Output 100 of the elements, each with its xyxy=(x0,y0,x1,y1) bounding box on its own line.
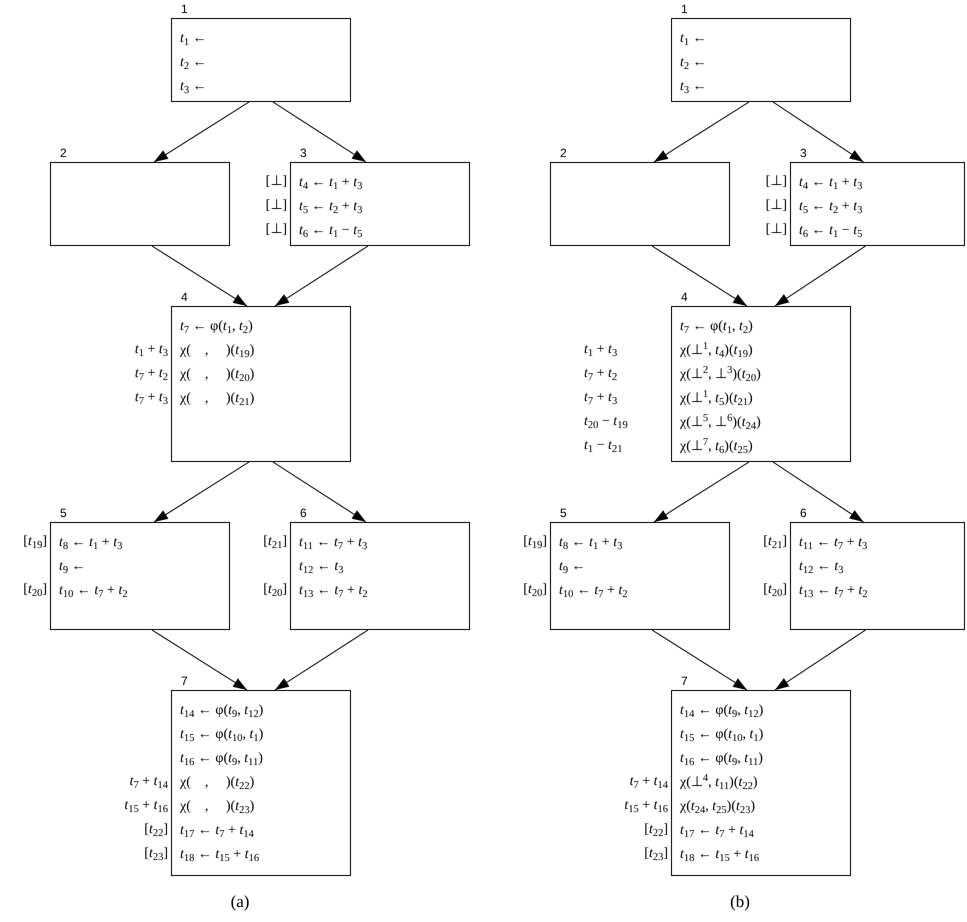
annotation-text: [⊥] xyxy=(266,223,287,237)
block-number: 1 xyxy=(681,3,688,15)
annotation-text: [t$_{22}$] xyxy=(644,823,668,837)
statement-text: t$_{13}$ ← t$_{7}$ + t$_{2}$ xyxy=(299,584,368,598)
annotation-text: t$_{15}$ + t$_{16}$ xyxy=(624,799,668,813)
annotation-text: [t$_{20}$] xyxy=(23,583,47,597)
statement-text: χ(⊥$^{2}$, ⊥$^{3}$)(t$_{20}$) xyxy=(680,368,761,382)
annotation-text: [⊥] xyxy=(766,175,787,189)
arrow xyxy=(152,630,248,690)
statement-text: t$_{6}$ ← t$_{1}$ − t$_{5}$ xyxy=(299,224,362,238)
statement-text: χ(⊥$^{7}$, t$_{6}$)(t$_{25}$) xyxy=(680,440,753,454)
basic-block-box xyxy=(171,690,351,876)
arrow xyxy=(654,462,750,522)
arrow xyxy=(774,630,866,690)
annotation-text: [t$_{23}$] xyxy=(144,847,168,861)
statement-text: χ(⊥$^{1}$, t$_{4}$)(t$_{19}$) xyxy=(680,344,753,358)
block-number: 6 xyxy=(800,507,807,519)
annotation-text: [t$_{21}$] xyxy=(263,535,287,549)
arrow xyxy=(772,102,864,162)
annotation-text: [t$_{19}$] xyxy=(523,535,547,549)
statement-text: t$_{8}$ ← t$_{1}$ + t$_{3}$ xyxy=(59,536,122,550)
annotation-text: [⊥] xyxy=(766,223,787,237)
statement-text: t$_{11}$ ← t$_{7}$ + t$_{3}$ xyxy=(799,536,868,550)
annotation-text: [t$_{20}$] xyxy=(263,583,287,597)
arrow xyxy=(154,462,250,522)
statement-text: t$_{14}$ ← φ(t$_{9}$, t$_{12}$) xyxy=(680,704,764,718)
arrow xyxy=(274,630,368,690)
annotation-text: t$_{1}$ + t$_{3}$ xyxy=(134,343,168,357)
basic-block-box xyxy=(671,18,851,102)
arrow xyxy=(654,102,750,162)
annotation-text: t$_{7}$ + t$_{3}$ xyxy=(134,391,168,405)
basic-block-box xyxy=(290,522,470,630)
annotation-text: t$_{1}$ + t$_{3}$ xyxy=(584,343,618,357)
statement-text: χ( , )(t$_{20}$) xyxy=(180,368,254,382)
annotation-text: [t$_{20}$] xyxy=(523,583,547,597)
statement-text: χ(⊥$^{1}$, t$_{5}$)(t$_{21}$) xyxy=(680,392,753,406)
annotation-text: [⊥] xyxy=(266,175,287,189)
block-number: 2 xyxy=(60,147,67,159)
subfigure-caption: (a) xyxy=(230,893,250,910)
annotation-text: t$_{20}$ − t$_{19}$ xyxy=(584,415,628,429)
annotation-text: [t$_{23}$] xyxy=(644,847,668,861)
basic-block-box xyxy=(171,306,351,462)
arrow xyxy=(152,246,248,306)
block-number: 5 xyxy=(60,507,67,519)
subfigure-caption: (b) xyxy=(730,893,750,910)
arrow xyxy=(652,246,748,306)
statement-text: t$_{1}$ ← xyxy=(180,32,207,46)
annotation-text: t$_{7}$ + t$_{14}$ xyxy=(630,775,668,789)
statement-text: χ( , )(t$_{21}$) xyxy=(180,392,254,406)
statement-text: t$_{5}$ ← t$_{2}$ + t$_{3}$ xyxy=(799,200,862,214)
statement-text: t$_{1}$ ← xyxy=(680,32,707,46)
block-number: 5 xyxy=(560,507,567,519)
statement-text: t$_{10}$ ← t$_{7}$ + t$_{2}$ xyxy=(59,584,128,598)
annotation-text: t$_{15}$ + t$_{16}$ xyxy=(124,799,168,813)
statement-text: t$_{16}$ ← φ(t$_{9}$, t$_{11}$) xyxy=(680,752,763,766)
statement-text: t$_{18}$ ← t$_{15}$ + t$_{16}$ xyxy=(180,848,260,862)
statement-text: t$_{12}$ ← t$_{3}$ xyxy=(299,560,344,574)
statement-text: t$_{4}$ ← t$_{1}$ + t$_{3}$ xyxy=(799,176,862,190)
annotation-text: [t$_{21}$] xyxy=(763,535,787,549)
statement-text: t$_{3}$ ← xyxy=(180,80,207,94)
annotation-text: [t$_{22}$] xyxy=(144,823,168,837)
arrow xyxy=(274,246,368,306)
statement-text: t$_{7}$ ← φ(t$_{1}$, t$_{2}$) xyxy=(680,320,753,334)
annotation-text: t$_{7}$ + t$_{2}$ xyxy=(134,367,168,381)
statement-text: χ(t$_{24}$, t$_{25}$)(t$_{23}$) xyxy=(680,800,756,814)
statement-text: t$_{6}$ ← t$_{1}$ − t$_{5}$ xyxy=(799,224,862,238)
statement-text: t$_{14}$ ← φ(t$_{9}$, t$_{12}$) xyxy=(180,704,264,718)
annotation-text: [t$_{19}$] xyxy=(23,535,47,549)
block-number: 7 xyxy=(181,675,188,687)
annotation-text: t$_{7}$ + t$_{14}$ xyxy=(130,775,168,789)
block-number: 7 xyxy=(681,675,688,687)
basic-block-box xyxy=(290,162,470,246)
basic-block-box xyxy=(790,522,965,630)
statement-text: t$_{17}$ ← t$_{7}$ + t$_{14}$ xyxy=(180,824,254,838)
statement-text: t$_{3}$ ← xyxy=(680,80,707,94)
statement-text: t$_{2}$ ← xyxy=(680,56,707,70)
statement-text: t$_{17}$ ← t$_{7}$ + t$_{14}$ xyxy=(680,824,754,838)
statement-text: χ( , )(t$_{19}$) xyxy=(180,344,254,358)
arrow xyxy=(272,462,366,522)
block-number: 2 xyxy=(560,147,567,159)
statement-text: χ(⊥$^{4}$, t$_{11}$)(t$_{22}$) xyxy=(680,776,758,790)
basic-block-box xyxy=(50,522,230,630)
arrow xyxy=(272,102,366,162)
block-number: 6 xyxy=(300,507,307,519)
statement-text: t$_{13}$ ← t$_{7}$ + t$_{2}$ xyxy=(799,584,868,598)
statement-text: t$_{15}$ ← φ(t$_{10}$, t$_{1}$) xyxy=(180,728,264,742)
basic-block-box xyxy=(50,162,230,246)
annotation-text: t$_{1}$ − t$_{21}$ xyxy=(584,439,622,453)
statement-text: t$_{12}$ ← t$_{3}$ xyxy=(799,560,844,574)
annotation-text: [⊥] xyxy=(766,199,787,213)
annotation-text: [⊥] xyxy=(266,199,287,213)
basic-block-box xyxy=(550,522,730,630)
block-number: 1 xyxy=(181,3,188,15)
statement-text: t$_{7}$ ← φ(t$_{1}$, t$_{2}$) xyxy=(180,320,253,334)
statement-text: t$_{4}$ ← t$_{1}$ + t$_{3}$ xyxy=(299,176,362,190)
annotation-text: [t$_{20}$] xyxy=(763,583,787,597)
basic-block-box xyxy=(550,162,730,246)
arrow xyxy=(154,102,250,162)
basic-block-box xyxy=(671,306,851,462)
statement-text: t$_{2}$ ← xyxy=(180,56,207,70)
